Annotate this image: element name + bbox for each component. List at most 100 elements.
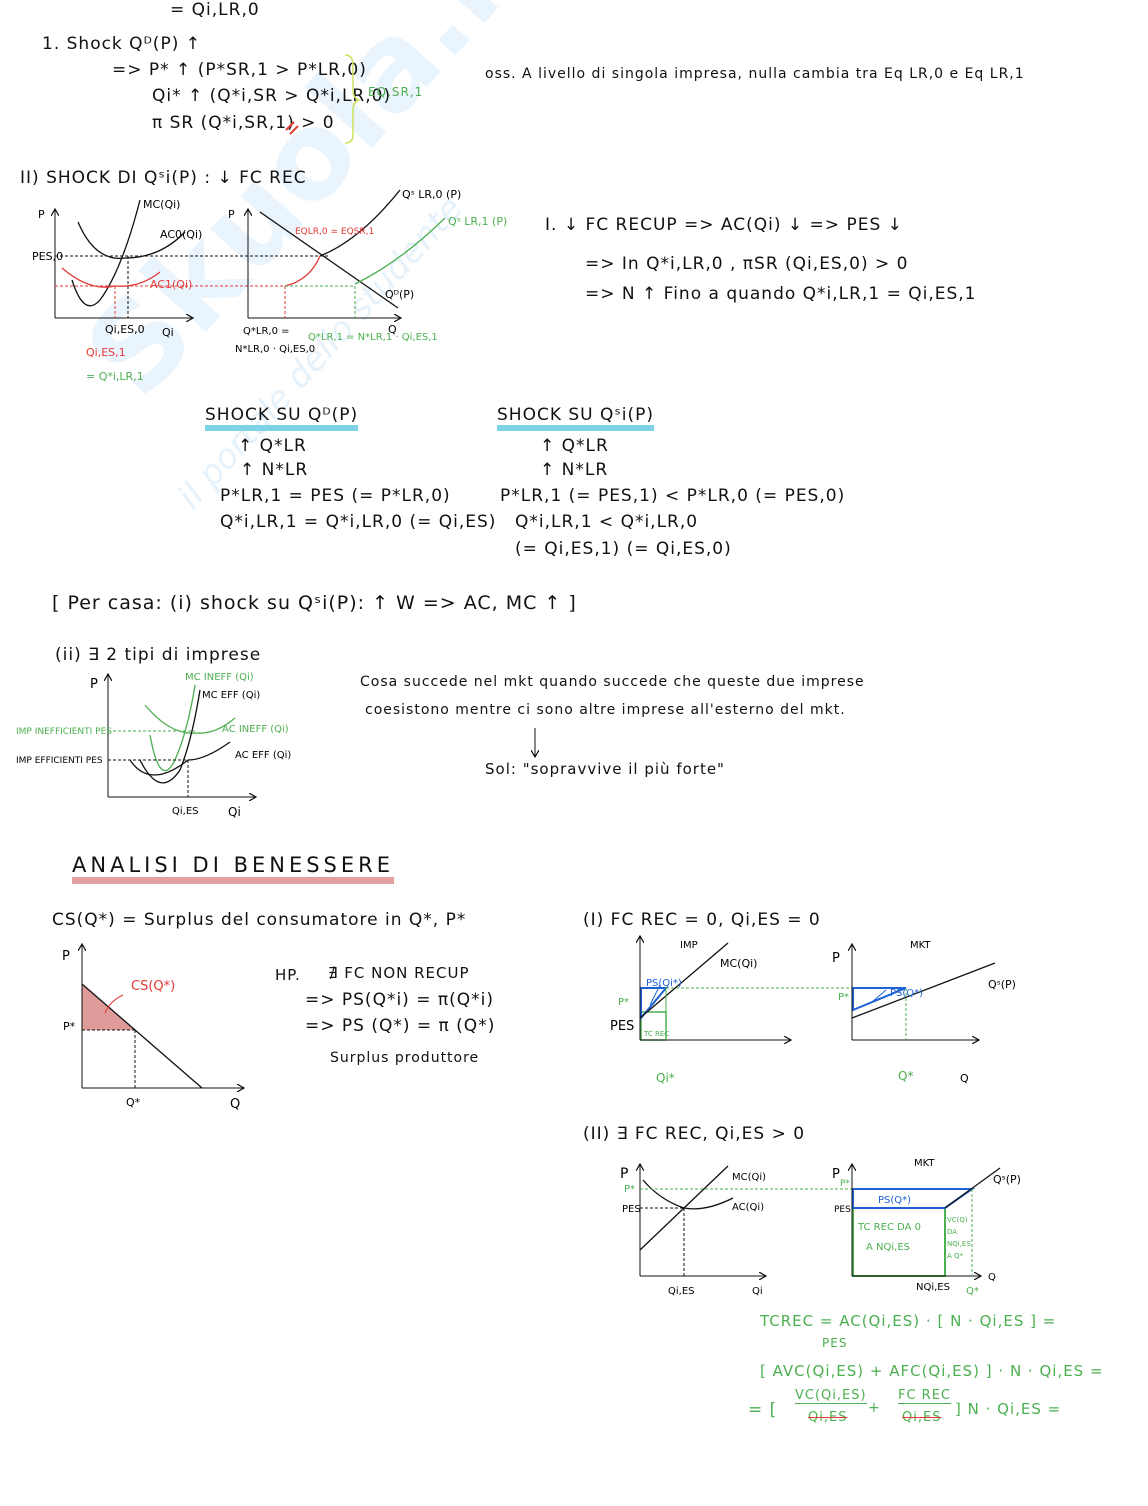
equilibrium-label: EQLR,0 = EQSR,1 — [295, 227, 374, 237]
section-1-line: => P* ↑ (P*SR,1 > P*LR,0) — [112, 60, 367, 80]
axis-label: Q — [988, 1272, 996, 1283]
axis-label: P — [38, 208, 45, 221]
graph-title: MKT — [914, 1158, 935, 1169]
quantity-label: Q*LR,0 = — [243, 326, 290, 337]
supply-lr0-curve — [319, 189, 401, 257]
formula-line: ] N · Qi,ES = — [955, 1400, 1062, 1418]
price-label: PES,0 — [32, 250, 63, 263]
curve-label: Qˢ LR,0 (P) — [402, 188, 461, 201]
demand-line — [81, 983, 203, 1089]
axis-label: Qi — [228, 805, 241, 819]
curve-label: MC(Qi) — [732, 1172, 766, 1183]
graph-title: IMP — [680, 940, 698, 951]
price-label: P* — [618, 997, 629, 1008]
price-label: PES — [610, 1019, 634, 1034]
question-line: Cosa succede nel mkt quando succede che … — [360, 674, 865, 690]
formula-plus: + — [868, 1400, 881, 1416]
shock-supply-line: (= Qi,ES,1) (= Qi,ES,0) — [515, 539, 732, 559]
hp-line: => PS(Q*i) = π(Q*i) — [305, 990, 494, 1010]
tc-label: TC REC — [643, 1030, 669, 1038]
supply-lr0-red — [284, 255, 321, 287]
supply-line — [944, 1167, 1001, 1209]
curve-label: AC EFF (Qi) — [235, 750, 291, 761]
ps-label: PS(Qi*) — [646, 978, 682, 989]
solution-line: Sol: "sopravvive il più forte" — [485, 760, 725, 778]
price-label: P* — [838, 992, 849, 1003]
formula-line: [ AVC(Qi,ES) + AFC(Qi,ES) ] · N · Qi,ES … — [760, 1362, 1104, 1380]
hp-line: ∄ FC NON RECUP — [328, 964, 470, 982]
formula-numerator: VC(Qi,ES) — [795, 1388, 867, 1404]
axis-label: P — [620, 1166, 628, 1182]
cs-label: CS(Q*) — [131, 979, 175, 994]
hp-label: HP. — [275, 966, 301, 984]
brace-label: EQ,SR,1 — [368, 85, 424, 99]
shock-supply-line: ↑ N*LR — [540, 460, 609, 480]
formula-numerator: FC REC — [898, 1388, 952, 1404]
axis-label: Qi — [162, 326, 174, 339]
vc-label: DA — [947, 1228, 957, 1236]
graph-firm-supply-shock: P MC(Qi) AC0(Qi) AC1(Qi) PES,0 Qi,ES,0 Q… — [32, 198, 330, 383]
quantity-label: NQi,ES — [916, 1282, 950, 1293]
graph-case1-market: MKT P PS(Q*) P* Qˢ(P) Q* Q — [832, 940, 1016, 1085]
curve-label: MC EFF (Qi) — [202, 690, 260, 701]
section-2-title: II) SHOCK DI Qˢi(P) : ↓ FC REC — [20, 168, 307, 188]
axis-label: P — [62, 949, 70, 964]
graph-case1-firm: IMP MC(Qi) PS(Qi*) P* PES TC REC Qi* — [610, 937, 852, 1085]
shock-supply-heading: SHOCK SU Qˢi(P) — [497, 405, 654, 431]
shock-supply-line: P*LR,1 (= PES,1) < P*LR,0 (= PES,0) — [500, 486, 846, 506]
graph-case2-market: MKT P P* PES Qˢ(P) PS(Q*) TC REC DA 0 A … — [832, 1158, 1021, 1297]
ac1-curve — [61, 267, 161, 288]
quantity-label: Q* — [966, 1286, 979, 1297]
hp-line: => PS (Q*) = π (Q*) — [305, 1016, 496, 1036]
price-label: P* — [63, 1020, 76, 1033]
price-label: PES — [834, 1205, 851, 1215]
homework-note: [ Per casa: (i) shock su Qˢi(P): ↑ W => … — [52, 592, 577, 614]
curve-label: MC(Qi) — [720, 957, 757, 970]
graph-case2-firm: P P* PES MC(Qi) AC(Qi) Qi,ES Qi — [620, 1165, 975, 1297]
vc-label: NQi,ES — [947, 1240, 971, 1248]
price-label: PES — [622, 1204, 641, 1215]
section-1-line: Qi* ↑ (Q*i,SR > Q*i,LR,0) — [152, 86, 392, 106]
mc-eff-curve — [139, 689, 201, 784]
oss-note: oss. A livello di singola impresa, nulla… — [485, 66, 1025, 82]
curve-label: Qˢ(P) — [988, 978, 1016, 991]
tc-label: TC REC DA 0 — [857, 1222, 921, 1233]
axis-label: P — [832, 1167, 840, 1182]
quantity-label: Qi* — [656, 1071, 675, 1085]
tc-label: A NQi,ES — [866, 1242, 910, 1253]
curve-label: AC0(Qi) — [160, 228, 202, 241]
curve-label: AC(Qi) — [732, 1202, 764, 1213]
shock-demand-line: Q*i,LR,1 = Q*i,LR,0 (= Qi,ES) — [220, 512, 497, 532]
hp-note: Surplus produttore — [330, 1050, 480, 1066]
formula-line: = [ — [748, 1400, 778, 1420]
shock-demand-heading: SHOCK SU Qᴰ(P) — [205, 405, 359, 431]
quantity-label: Q* — [898, 1069, 913, 1083]
shock-demand-line: ↑ N*LR — [240, 460, 309, 480]
section-2-reasoning: I. ↓ FC RECUP => AC(Qi) ↓ => PES ↓ — [545, 215, 903, 235]
ac0-curve — [77, 221, 186, 259]
axis-label: Qi — [752, 1286, 763, 1297]
carry-over-line: = Qi,LR,0 — [170, 0, 260, 20]
price-label: P* — [624, 1184, 635, 1195]
curve-label: Qˢ(P) — [993, 1173, 1021, 1186]
quantity-label: Qi,ES,0 — [105, 323, 145, 336]
quantity-label: Qi,ES,1 — [86, 346, 126, 359]
formula-denominator: Qi,ES — [902, 1410, 942, 1425]
welfare-heading: ANALISI DI BENESSERE — [72, 853, 395, 884]
supply-line — [851, 962, 996, 1019]
axis-label: Q — [960, 1072, 969, 1085]
ps-label: PS(Q*) — [878, 1195, 911, 1206]
curve-label: Qᴰ(P) — [385, 288, 414, 301]
graph-consumer-surplus: P CS(Q*) P* Q* Q — [62, 945, 243, 1112]
curve-label: Qˢ LR,1 (P) — [448, 215, 507, 228]
case-2-title: (II) ∃ FC REC, Qi,ES > 0 — [583, 1124, 806, 1144]
formula-annotation: PES — [822, 1336, 848, 1350]
curve-label: MC INEFF (Qi) — [185, 672, 254, 683]
shock-supply-line: ↑ Q*LR — [540, 436, 609, 456]
vc-label: VC(Q) — [947, 1216, 968, 1224]
section-2-reasoning: => In Q*i,LR,0 , πSR (Qi,ES,0) > 0 — [585, 254, 909, 274]
axis-label: P — [228, 208, 235, 221]
vc-label: A Q* — [947, 1252, 964, 1260]
brace — [344, 54, 362, 144]
